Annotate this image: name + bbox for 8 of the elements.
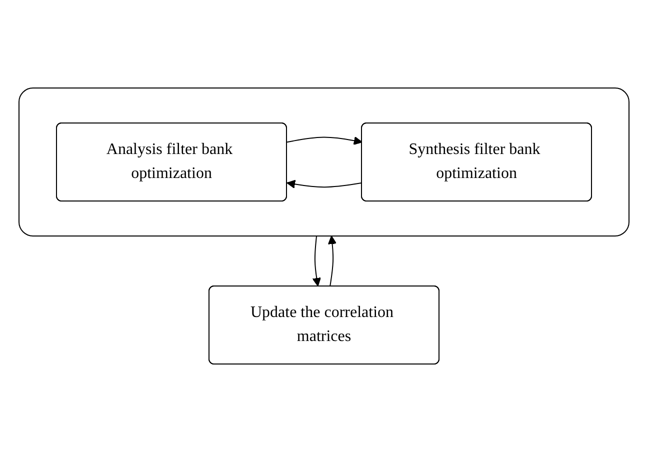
node-text: Synthesis filter bank optimization [408, 140, 540, 182]
cluster [18, 87, 630, 236]
node-text: Analysis filter bank optimization [106, 140, 233, 182]
arrow [328, 235, 337, 286]
arrow [286, 179, 362, 188]
arrow [312, 235, 322, 286]
node-text: Update the correlation matrices [250, 304, 394, 344]
arrow [286, 136, 362, 144]
